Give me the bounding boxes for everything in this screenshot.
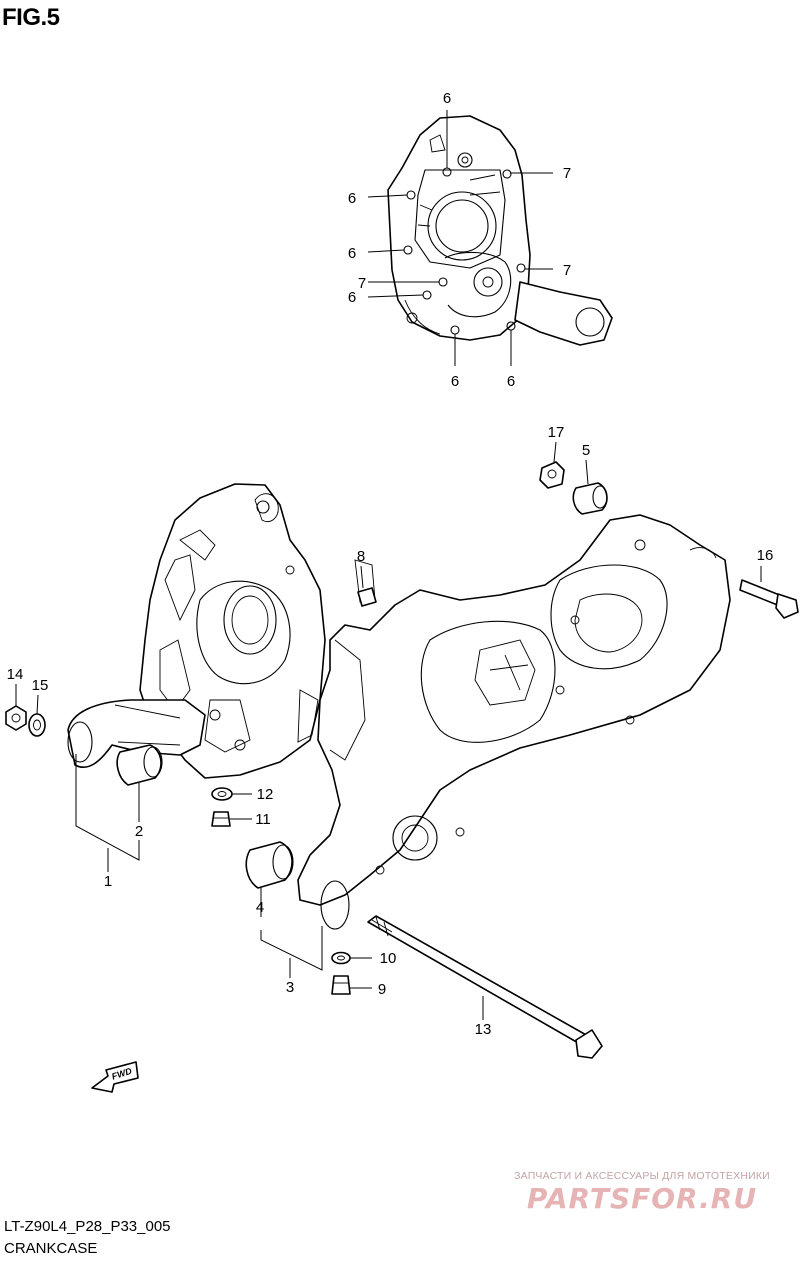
bushing-part-2: [116, 744, 163, 786]
callout-7-a: 7: [358, 275, 366, 292]
bolt-part-11: [211, 811, 231, 827]
bolt-part-9: [331, 975, 351, 995]
callout-10: 10: [380, 950, 397, 967]
callout-9: 9: [378, 981, 386, 998]
callout-17: 17: [548, 424, 565, 441]
watermark-tagline: ЗАПЧАСТИ И АКСЕССУАРЫ ДЛЯ МОТОТЕХНИКИ: [514, 1170, 770, 1182]
callout-11: 11: [255, 811, 271, 828]
callout-7-b: 7: [563, 165, 571, 182]
bolt-part-16: [739, 579, 799, 619]
callout-13: 13: [475, 1021, 492, 1038]
washer-part-10: [331, 951, 351, 965]
washer-part-15: [28, 713, 46, 737]
diagram-code: LT-Z90L4_P28_P33_005: [4, 1218, 171, 1235]
callout-4: 4: [256, 899, 264, 916]
callout-1: 1: [104, 873, 112, 890]
fwd-arrow-icon: FWD: [91, 1061, 139, 1093]
callout-numbers: 6 6 6 7 6 7 7 6 6 17 5 16 8 14 15 12 11 …: [7, 90, 774, 1038]
callout-3: 3: [286, 979, 294, 996]
nut-part-14: [5, 705, 27, 731]
callout-12: 12: [257, 786, 274, 803]
bushing-part-4: [245, 841, 294, 889]
callout-6-b: 6: [348, 245, 356, 262]
washer-part-12: [211, 787, 233, 801]
nut-part-17: [539, 461, 565, 489]
crankcase-inner-view: [387, 115, 613, 346]
callout-6-d: 6: [451, 373, 459, 390]
crankcase-right-half: [297, 514, 731, 930]
through-bolt-part-13: [367, 915, 603, 1059]
crankcase-left-half: [67, 483, 326, 779]
callout-6-e: 6: [507, 373, 515, 390]
callout-5: 5: [582, 442, 590, 459]
dowel-pin-part-8: [357, 587, 377, 607]
callout-14: 14: [7, 666, 24, 683]
watermark-logo: PARTSFOR.RU: [526, 1182, 758, 1215]
callout-6-a: 6: [348, 190, 356, 207]
figure-title: FIG.5: [2, 4, 60, 31]
bushing-part-5: [572, 482, 608, 515]
leader-lines: [15, 110, 762, 1020]
callout-6-top: 6: [443, 90, 451, 107]
callout-16: 16: [757, 547, 774, 564]
diagram-name: CRANKCASE: [4, 1240, 98, 1257]
callout-15: 15: [32, 677, 49, 694]
callout-7-c: 7: [563, 262, 571, 279]
watermark: ЗАПЧАСТИ И АКСЕССУАРЫ ДЛЯ МОТОТЕХНИКИ PA…: [492, 1170, 792, 1215]
callout-8: 8: [357, 548, 365, 565]
callout-6-c: 6: [348, 289, 356, 306]
callout-2: 2: [135, 823, 143, 840]
